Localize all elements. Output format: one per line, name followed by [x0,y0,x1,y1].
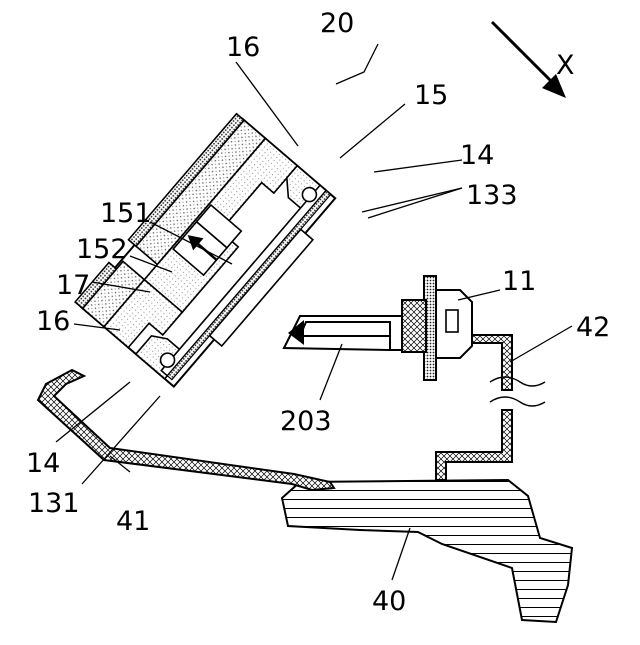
connector-11 [402,276,472,380]
label-133: 133 [466,180,518,211]
label-16-left: 16 [36,306,70,337]
label-131: 131 [28,488,80,519]
label-20: 20 [320,8,354,39]
label-17: 17 [56,270,90,301]
label-42: 42 [576,312,610,343]
label-11: 11 [502,266,536,297]
label-40: 40 [372,586,406,617]
label-151: 151 [100,198,152,229]
direction-arrow [492,22,566,98]
label-16-top: 16 [226,32,260,63]
label-14-top: 14 [460,140,494,171]
label-direction-x: X [556,50,575,81]
label-203: 203 [280,406,332,437]
label-14-bottom: 14 [26,448,60,479]
base-member-40 [282,480,572,622]
label-41: 41 [116,506,150,537]
label-152: 152 [76,234,128,265]
light-guide-203 [284,316,412,350]
label-15: 15 [414,80,448,111]
